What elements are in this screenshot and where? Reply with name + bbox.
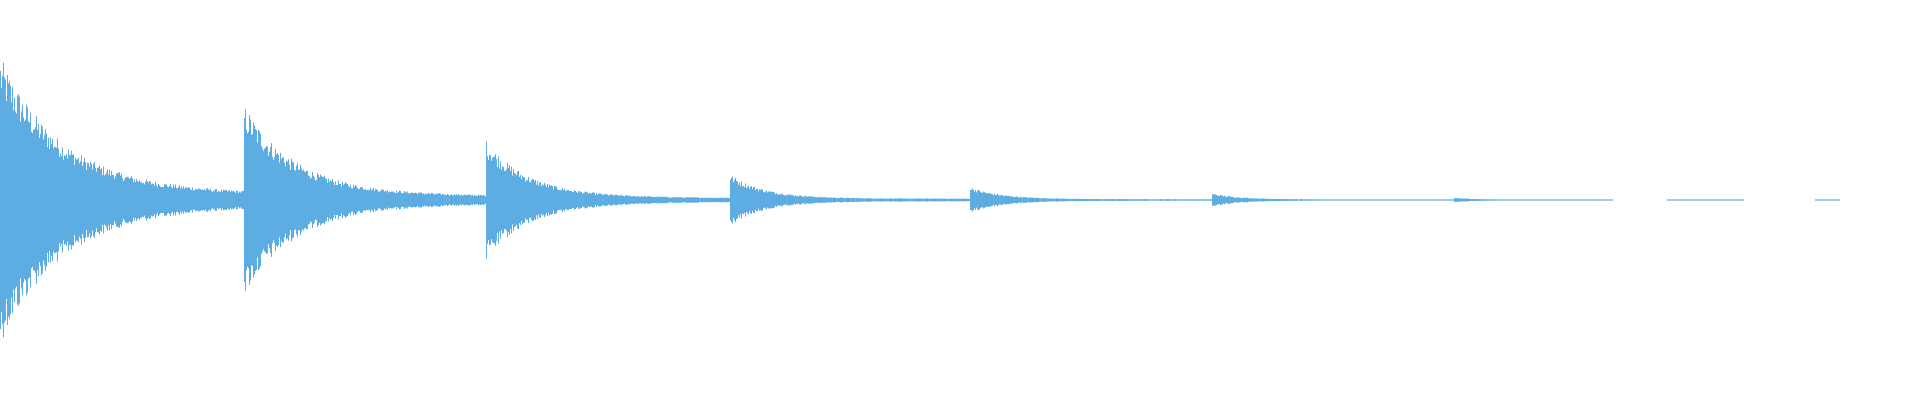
- waveform-path: [0, 62, 1840, 338]
- waveform-peaks: [0, 62, 1840, 338]
